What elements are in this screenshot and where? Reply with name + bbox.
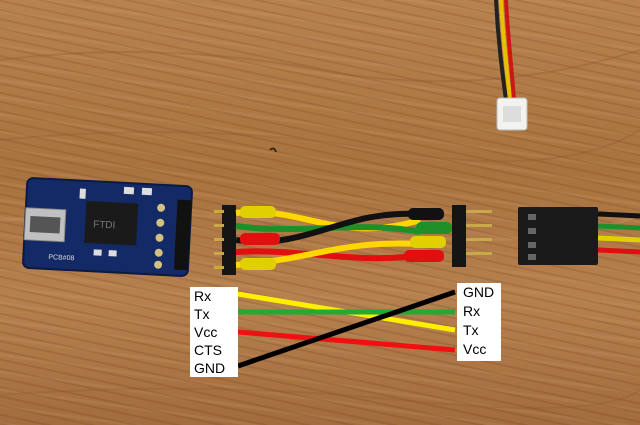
left-pin-label: GND — [194, 360, 226, 376]
right-label-backdrop — [457, 283, 501, 361]
twisted-wire-bundle — [235, 206, 452, 270]
left-pin-label: Tx — [194, 306, 210, 322]
wood-grain — [0, 49, 640, 83]
pin-header-left — [214, 205, 236, 275]
right-pin-labels: GND Rx Tx Vcc — [457, 283, 501, 361]
chip-label: FTDI — [93, 219, 116, 231]
wire-red — [237, 329, 456, 353]
wood-grain — [0, 387, 640, 409]
right-pin-label: Vcc — [463, 341, 487, 357]
left-pin-labels: Rx Tx Vcc CTS GND — [190, 287, 238, 377]
left-pin-label: Rx — [194, 288, 212, 304]
wiring-diagram-lines — [237, 289, 456, 369]
right-pin-label: Rx — [463, 303, 481, 319]
left-label-backdrop — [190, 287, 238, 377]
female-connector — [518, 207, 640, 265]
wood-grain — [0, 129, 640, 163]
pin-header-right — [452, 205, 492, 267]
ftdi-board: FTDI PCB#08 — [22, 177, 193, 277]
right-pin-label: Tx — [463, 322, 479, 338]
pcb-label: PCB#08 — [48, 254, 75, 262]
right-pin-label: GND — [463, 284, 495, 300]
top-cable — [494, 0, 528, 131]
left-pin-label: Vcc — [194, 324, 218, 340]
wire-black — [237, 289, 456, 369]
left-pin-label: CTS — [194, 342, 222, 358]
ftdi-chip — [84, 200, 139, 246]
scratch-mark — [269, 147, 277, 153]
